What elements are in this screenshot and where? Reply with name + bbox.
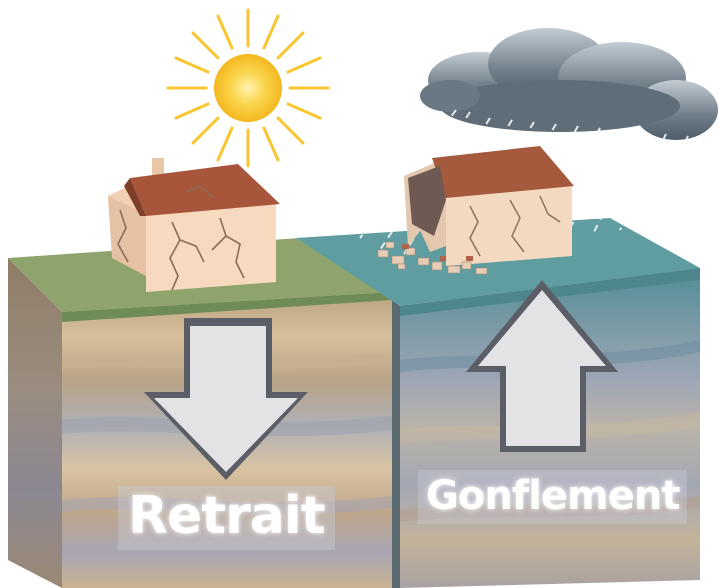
collapsing-house-icon [378,146,574,274]
rain-cloud-icon [420,28,718,140]
swell-label: Gonflement [418,470,687,524]
shrink-label: Retrait [118,486,335,550]
sun-icon [168,10,328,166]
